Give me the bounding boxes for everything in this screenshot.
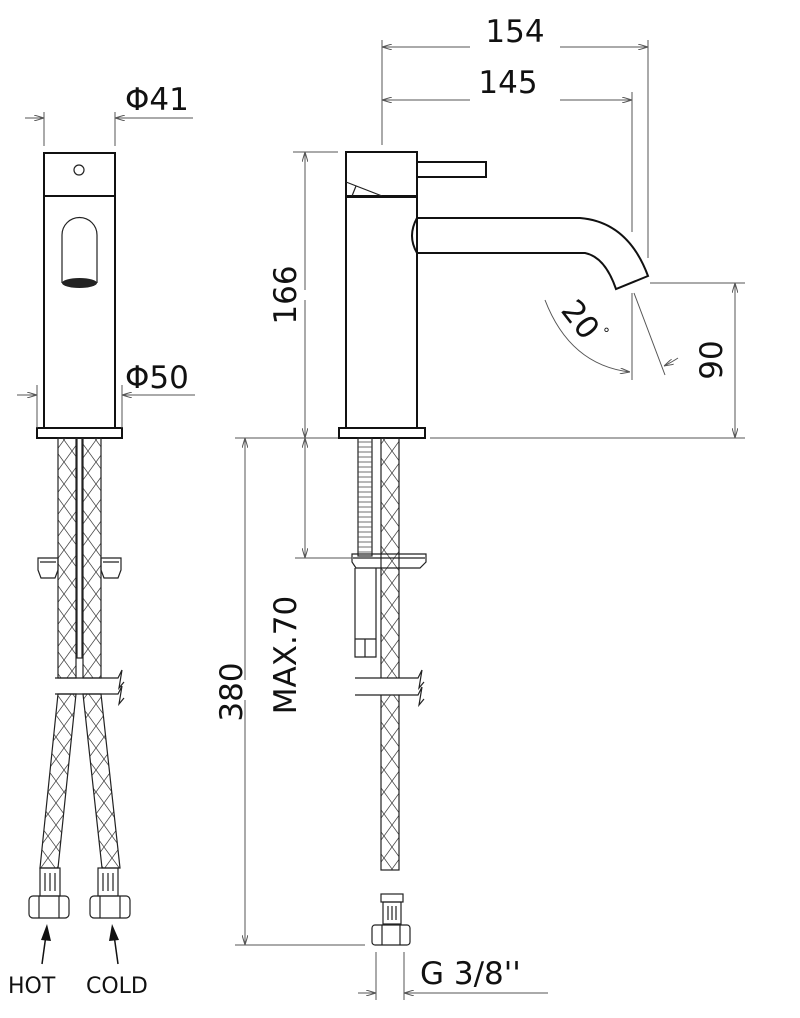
cold-fitting bbox=[89, 867, 131, 919]
front-hose-cold-lower bbox=[82, 693, 121, 869]
dim-base-diameter: Φ50 bbox=[17, 360, 195, 428]
cold-label: COLD bbox=[86, 974, 148, 999]
hot-label: HOT bbox=[8, 974, 56, 999]
spout bbox=[411, 217, 650, 291]
svg-text:145: 145 bbox=[478, 65, 537, 101]
side-body bbox=[345, 196, 418, 429]
svg-text:MAX.70: MAX.70 bbox=[268, 596, 304, 715]
lever bbox=[417, 161, 487, 178]
svg-text:154: 154 bbox=[485, 14, 544, 50]
side-view: 154 145 166 90 20 ° bbox=[214, 14, 745, 1000]
svg-text:90: 90 bbox=[694, 340, 730, 379]
front-cap-hole bbox=[73, 164, 85, 176]
side-break-lines bbox=[355, 669, 425, 708]
mounting-nut bbox=[37, 557, 122, 579]
svg-text:166: 166 bbox=[268, 265, 304, 324]
dim-top-diameter: Φ41 bbox=[25, 82, 193, 146]
dim-thread: G 3/8'' bbox=[358, 952, 548, 1000]
front-hose-hot-upper bbox=[57, 437, 77, 679]
hot-fitting bbox=[28, 867, 70, 919]
side-hose bbox=[380, 437, 400, 871]
front-base-plate bbox=[36, 427, 123, 439]
front-hose-hot-lower bbox=[39, 693, 77, 869]
dim-154: 154 bbox=[381, 14, 649, 258]
side-base-plate bbox=[338, 427, 426, 439]
dim-166: 166 bbox=[268, 151, 338, 439]
hot-arrow-icon bbox=[41, 924, 51, 965]
dim-145: 145 bbox=[382, 65, 633, 232]
front-body bbox=[43, 195, 116, 429]
svg-text:G 3/8'': G 3/8'' bbox=[420, 956, 521, 992]
svg-text:°: ° bbox=[603, 326, 610, 342]
aerator-recess bbox=[61, 216, 98, 283]
side-handle bbox=[345, 151, 418, 197]
svg-text:Φ41: Φ41 bbox=[125, 82, 189, 118]
tail-piece bbox=[354, 568, 377, 658]
dim-angle: 20 ° bbox=[544, 292, 679, 380]
svg-text:20: 20 bbox=[554, 293, 607, 346]
side-mounting-nut bbox=[351, 553, 427, 569]
front-threaded-rod bbox=[76, 437, 83, 659]
cold-arrow-icon bbox=[109, 924, 119, 965]
dim-380: 380 bbox=[214, 437, 365, 946]
front-hose-cold-upper bbox=[82, 437, 102, 679]
aerator bbox=[62, 278, 97, 288]
side-fitting bbox=[371, 893, 411, 946]
front-view: HOT COLD Φ41 Φ50 bbox=[8, 82, 195, 999]
svg-text:380: 380 bbox=[214, 662, 250, 721]
svg-text:Φ50: Φ50 bbox=[125, 360, 189, 396]
dim-90: 90 bbox=[430, 282, 745, 439]
dim-max70: MAX.70 bbox=[268, 438, 352, 714]
